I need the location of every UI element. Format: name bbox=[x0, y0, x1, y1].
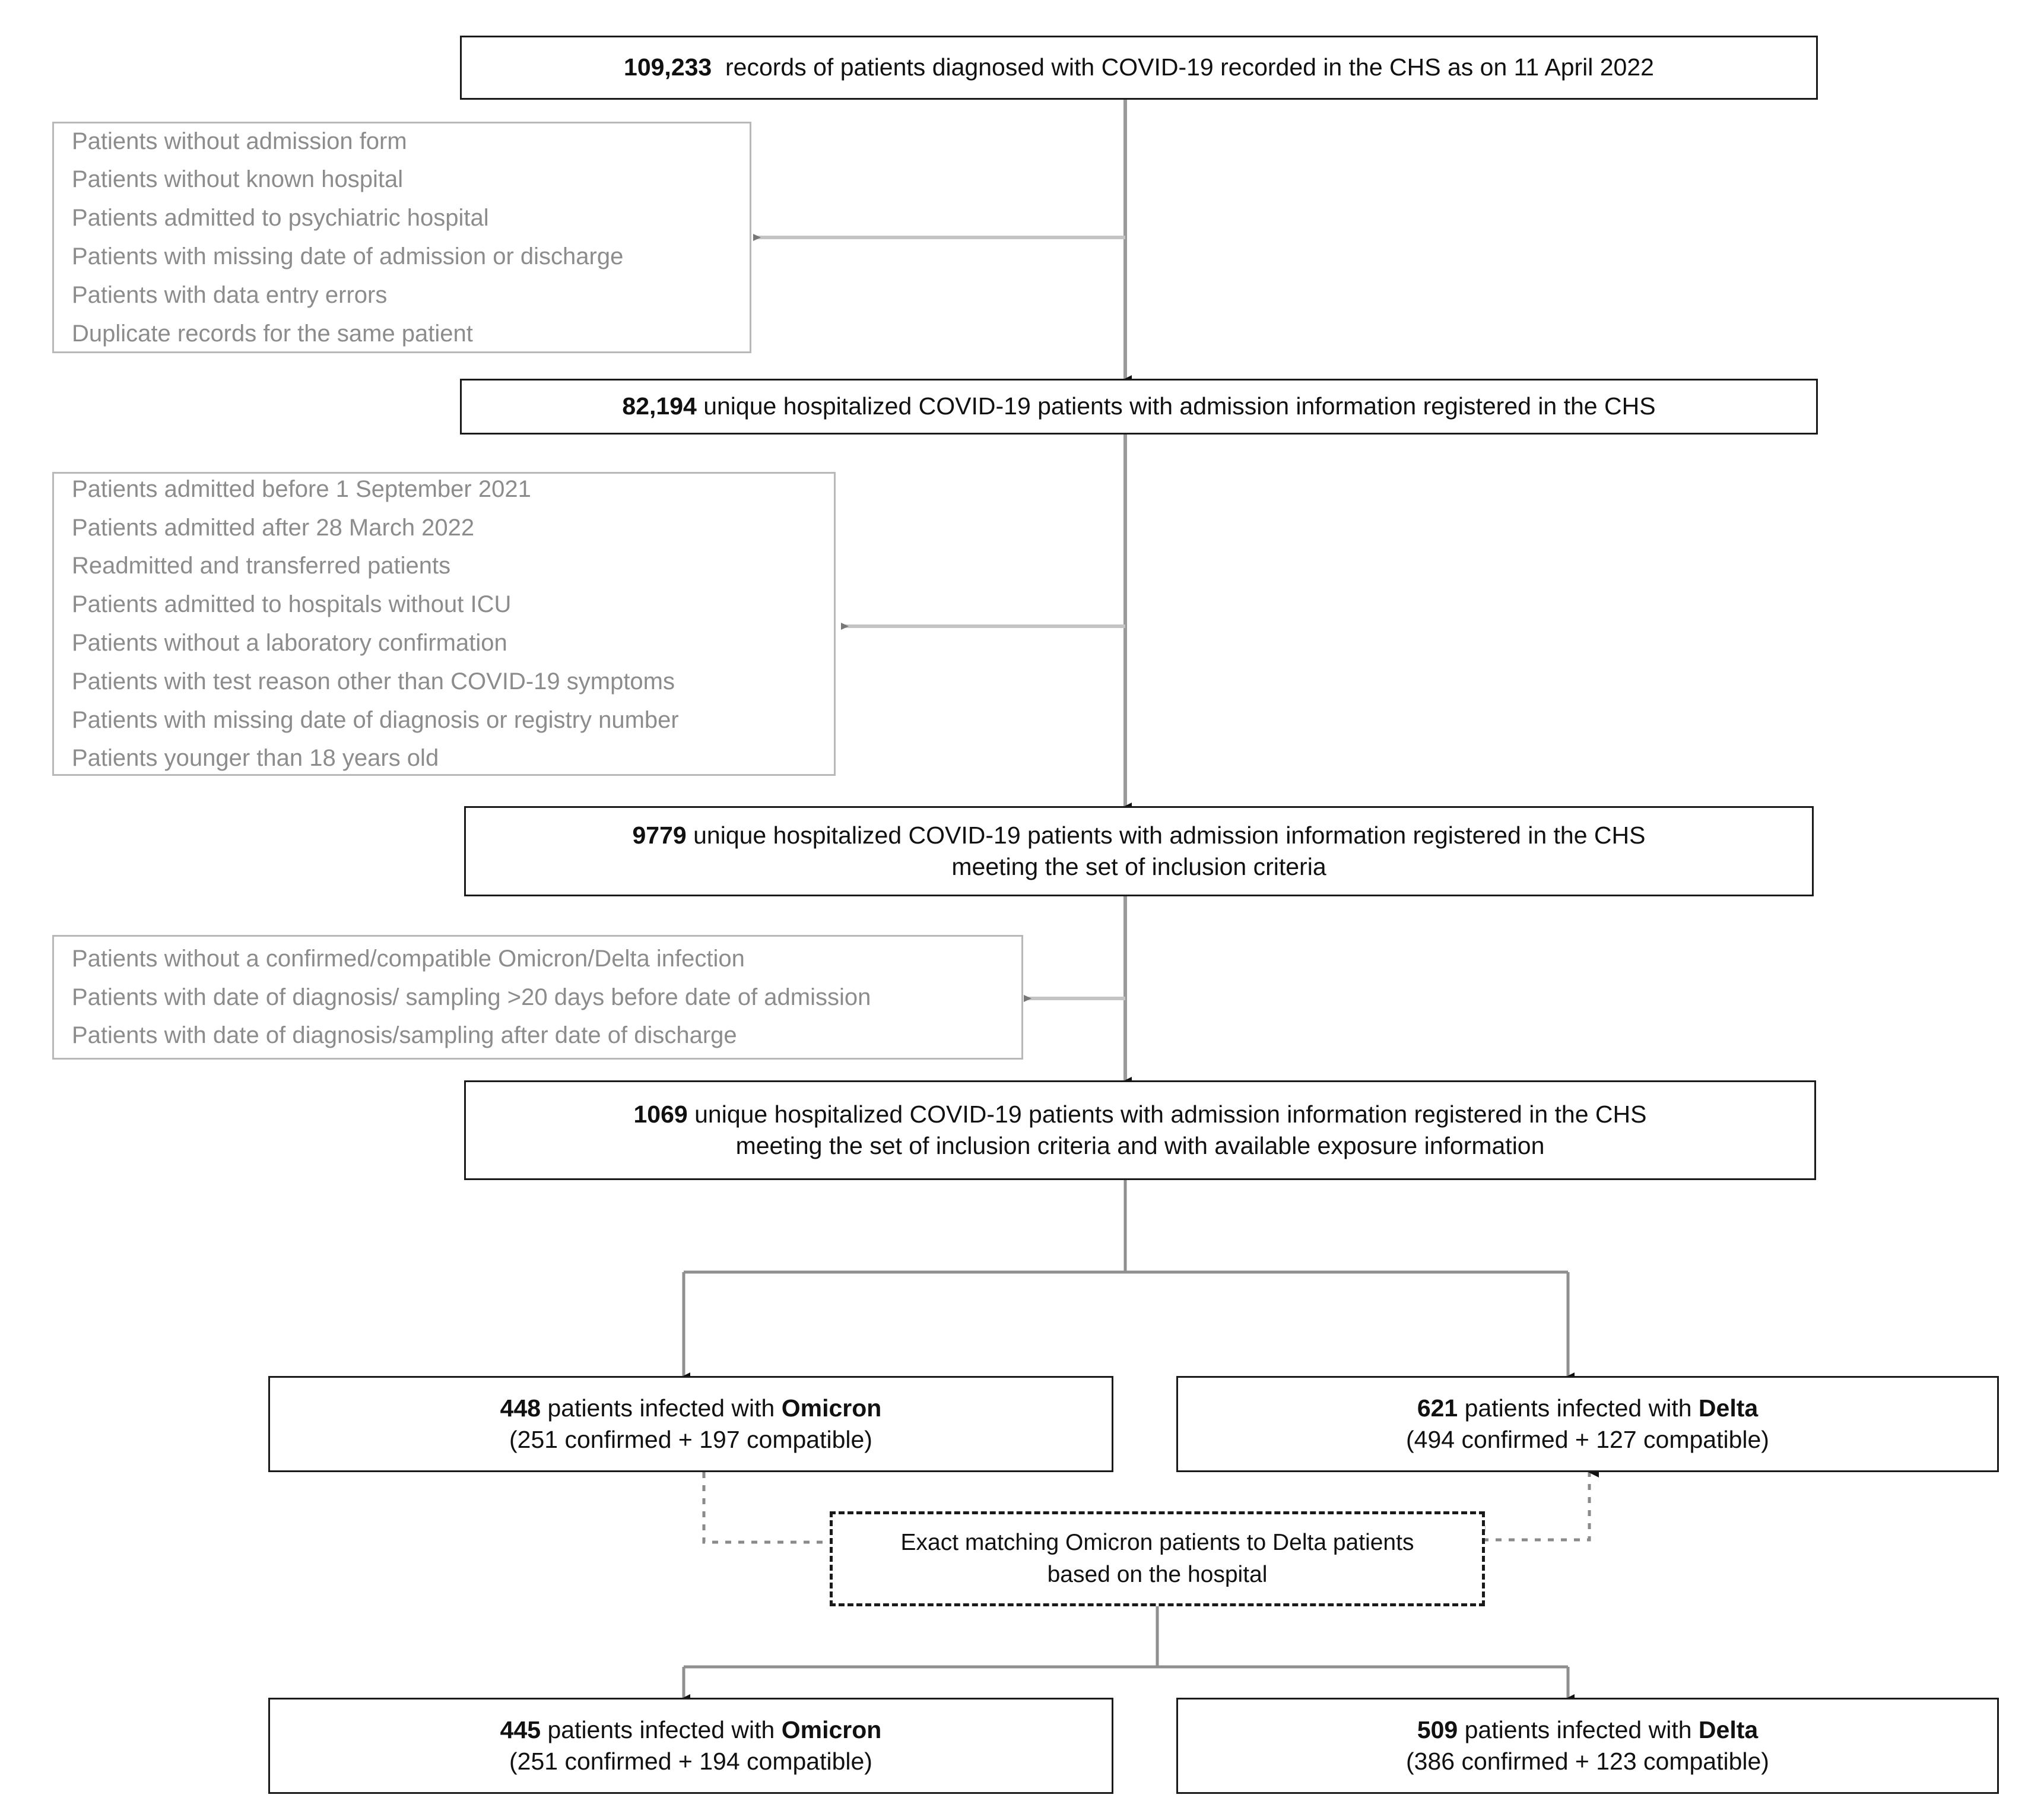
node-omicron-pre-match-line2: (251 confirmed + 197 compatible) bbox=[509, 1426, 872, 1453]
node-omicron-pre-match: 448 patients infected with Omicron (251 … bbox=[268, 1376, 1113, 1472]
exclusion-item: Patients without admission form bbox=[72, 128, 407, 154]
exclusion-item: Patients admitted to psychiatric hospita… bbox=[72, 205, 489, 232]
node-inclusion-criteria: 9779 unique hospitalized COVID-19 patien… bbox=[464, 806, 1814, 896]
node-exposure-information: 1069 unique hospitalized COVID-19 patien… bbox=[464, 1080, 1816, 1180]
node-matching-step-line2: based on the hospital bbox=[1047, 1562, 1268, 1587]
exclusion-item: Patients with missing date of diagnosis … bbox=[72, 706, 679, 733]
exclusion-item: Patients without a confirmed/compatible … bbox=[72, 945, 745, 972]
node-omicron-pre-match-line1: 448 patients infected with Omicron bbox=[500, 1393, 882, 1424]
node-matching-step-line1: Exact matching Omicron patients to Delta… bbox=[900, 1530, 1414, 1556]
exclusion-box-1: Patients without admission form Patients… bbox=[52, 122, 751, 353]
node-delta-pre-match-mid: patients infected with bbox=[1458, 1394, 1699, 1422]
node-delta-pre-match: 621 patients infected with Delta (494 co… bbox=[1176, 1376, 1999, 1472]
node-hospitalized-registered-text: 82,194 unique hospitalized COVID-19 pati… bbox=[622, 391, 1655, 422]
exclusion-box-3: Patients without a confirmed/compatible … bbox=[52, 935, 1023, 1060]
connector-dotted-match-to-delta bbox=[1482, 1467, 1599, 1542]
node-exposure-information-line1: 1069 unique hospitalized COVID-19 patien… bbox=[634, 1099, 1647, 1130]
exclusion-item: Patients with test reason other than COV… bbox=[72, 668, 675, 695]
node-omicron-post-match-variant: Omicron bbox=[781, 1716, 882, 1743]
node-inclusion-criteria-desc: unique hospitalized COVID-19 patients wi… bbox=[686, 821, 1646, 849]
exclusion-item: Readmitted and transferred patients bbox=[72, 553, 451, 579]
exclusion-item: Patients admitted to hospitals without I… bbox=[72, 591, 512, 618]
node-exposure-information-desc: unique hospitalized COVID-19 patients wi… bbox=[687, 1100, 1647, 1128]
node-delta-post-match-count: 509 bbox=[1417, 1716, 1458, 1743]
node-delta-post-match-line1: 509 patients infected with Delta bbox=[1417, 1714, 1758, 1746]
node-hospitalized-registered: 82,194 unique hospitalized COVID-19 pati… bbox=[460, 379, 1818, 435]
exclusion-item: Patients with missing date of admission … bbox=[72, 243, 624, 269]
node-omicron-pre-match-variant: Omicron bbox=[781, 1394, 882, 1422]
exclusion-item: Patients without known hospital bbox=[72, 166, 404, 193]
exclusion-item: Patients without a laboratory confirmati… bbox=[72, 630, 507, 656]
node-omicron-post-match-mid: patients infected with bbox=[541, 1716, 782, 1743]
exclusion-item: Patients admitted after 28 March 2022 bbox=[72, 514, 475, 541]
node-delta-pre-match-variant: Delta bbox=[1698, 1394, 1759, 1422]
node-delta-pre-match-line2: (494 confirmed + 127 compatible) bbox=[1406, 1426, 1769, 1453]
exclusion-item: Patients with data entry errors bbox=[72, 281, 388, 308]
node-inclusion-criteria-count: 9779 bbox=[632, 821, 687, 849]
node-hospitalized-registered-desc: unique hospitalized COVID-19 patients wi… bbox=[696, 392, 1656, 420]
node-exposure-information-line2: meeting the set of inclusion criteria an… bbox=[735, 1132, 1545, 1159]
node-inclusion-criteria-line1: 9779 unique hospitalized COVID-19 patien… bbox=[633, 820, 1646, 851]
node-delta-pre-match-line1: 621 patients infected with Delta bbox=[1417, 1393, 1758, 1424]
node-hospitalized-registered-count: 82,194 bbox=[622, 392, 697, 420]
node-omicron-post-match-line1: 445 patients infected with Omicron bbox=[500, 1714, 882, 1746]
exclusion-item: Patients younger than 18 years old bbox=[72, 745, 439, 772]
node-delta-post-match: 509 patients infected with Delta (386 co… bbox=[1176, 1698, 1999, 1794]
node-omicron-post-match: 445 patients infected with Omicron (251 … bbox=[268, 1698, 1113, 1794]
exclusion-item: Patients with date of diagnosis/ samplin… bbox=[72, 984, 871, 1010]
node-total-records-text: 109,233 records of patients diagnosed wi… bbox=[624, 52, 1654, 83]
node-inclusion-criteria-line2: meeting the set of inclusion criteria bbox=[951, 853, 1326, 880]
exclusion-box-2: Patients admitted before 1 September 202… bbox=[52, 472, 836, 776]
node-exposure-information-count: 1069 bbox=[633, 1100, 688, 1128]
connector-dotted-omicron-to-match bbox=[702, 1472, 831, 1544]
node-omicron-post-match-line2: (251 confirmed + 194 compatible) bbox=[509, 1748, 872, 1775]
node-delta-pre-match-count: 621 bbox=[1417, 1394, 1458, 1422]
node-matching-step: Exact matching Omicron patients to Delta… bbox=[830, 1511, 1485, 1606]
node-delta-post-match-variant: Delta bbox=[1698, 1716, 1759, 1743]
node-delta-post-match-mid: patients infected with bbox=[1458, 1716, 1699, 1743]
node-total-records-count: 109,233 bbox=[624, 53, 712, 81]
exclusion-item: Patients admitted before 1 September 202… bbox=[72, 475, 531, 502]
node-delta-post-match-line2: (386 confirmed + 123 compatible) bbox=[1406, 1748, 1769, 1775]
node-total-records-desc: records of patients diagnosed with COVID… bbox=[712, 53, 1654, 81]
node-omicron-post-match-count: 445 bbox=[500, 1716, 541, 1743]
node-omicron-pre-match-mid: patients infected with bbox=[541, 1394, 782, 1422]
exclusion-item: Patients with date of diagnosis/sampling… bbox=[72, 1022, 737, 1049]
node-omicron-pre-match-count: 448 bbox=[500, 1394, 541, 1422]
node-total-records: 109,233 records of patients diagnosed wi… bbox=[460, 36, 1818, 100]
exclusion-item: Duplicate records for the same patient bbox=[72, 320, 473, 347]
